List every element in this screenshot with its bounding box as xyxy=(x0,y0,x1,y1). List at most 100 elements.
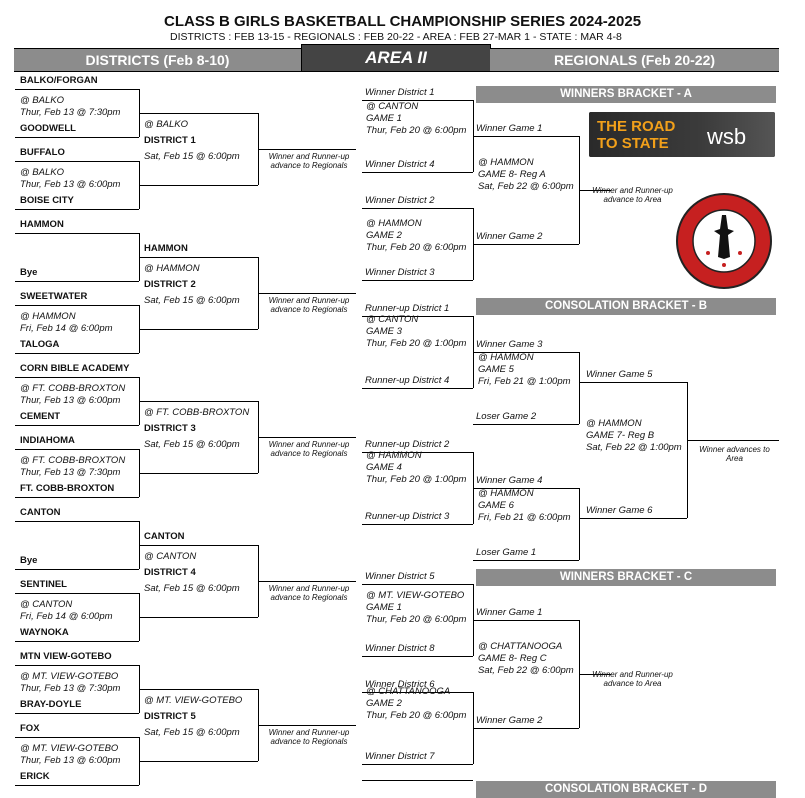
game-time: Thur, Feb 20 @ 6:00pm xyxy=(366,710,467,721)
game-site: @ HAMMON xyxy=(478,157,534,168)
game-site: @ BALKO xyxy=(144,119,188,130)
bracket-line xyxy=(139,617,258,618)
game-time: Sat, Feb 15 @ 6:00pm xyxy=(144,583,240,594)
bracket-slot: Runner-up District 3 xyxy=(365,511,450,522)
bracket-line xyxy=(579,518,687,519)
road-to-state-logo: THE ROAD TO STATE wsb xyxy=(589,112,775,157)
team-name: CANTON xyxy=(20,507,61,518)
game-site: @ HAMMON xyxy=(20,311,76,322)
game-number: GAME 7- Reg B xyxy=(586,430,655,441)
game-time: Fri, Feb 14 @ 6:00pm xyxy=(20,611,113,622)
bracket-line xyxy=(15,569,139,570)
team-name: CORN BIBLE ACADEMY xyxy=(20,363,130,374)
bracket-line xyxy=(258,725,356,726)
bracket-slot: Runner-up District 2 xyxy=(365,439,450,450)
bracket-line xyxy=(258,293,356,294)
game-number: GAME 2 xyxy=(366,698,402,709)
game-time: Sat, Feb 15 @ 6:00pm xyxy=(144,151,240,162)
game-site: @ BALKO xyxy=(20,95,64,106)
bracket-slot: Winner Game 1 xyxy=(476,123,543,134)
team-name: MTN VIEW-GOTEBO xyxy=(20,651,112,662)
game-number: GAME 2 xyxy=(366,230,402,241)
bracket-line xyxy=(139,545,258,546)
advance-note: Winner and Runner-up advance to Regional… xyxy=(268,728,350,746)
bracket-line xyxy=(15,353,139,354)
bracket-line xyxy=(473,488,579,489)
bracket-slot: Runner-up District 4 xyxy=(365,375,450,386)
bracket-slot: Loser Game 2 xyxy=(476,411,537,422)
bracket-line xyxy=(139,473,258,474)
game-time: Thur, Feb 13 @ 7:30pm xyxy=(20,683,121,694)
game-time: Fri, Feb 21 @ 6:00pm xyxy=(478,512,571,523)
team-name: WAYNOKA xyxy=(20,627,69,638)
bracket-line xyxy=(362,524,473,525)
game-time: Sat, Feb 22 @ 6:00pm xyxy=(478,181,574,192)
bracket-line xyxy=(473,560,579,561)
game-site: @ HAMMON xyxy=(478,488,534,499)
bracket-line xyxy=(15,305,139,306)
bracket-slot: Winner Game 2 xyxy=(476,715,543,726)
bracket-line xyxy=(362,388,473,389)
bracket-line xyxy=(362,280,473,281)
bracket-line xyxy=(15,641,139,642)
game-number: GAME 6 xyxy=(478,500,514,511)
game-site: @ MT. VIEW-GOTEBO xyxy=(144,695,243,706)
bracket-line xyxy=(687,440,779,441)
team-name: FOX xyxy=(20,723,40,734)
game-site: @ MT. VIEW-GOTEBO xyxy=(20,743,119,754)
bracket-line xyxy=(473,424,579,425)
bracket-line xyxy=(15,449,139,450)
bracket-line xyxy=(362,764,473,765)
bracket-line xyxy=(15,137,139,138)
game-site: @ FT. COBB-BROXTON xyxy=(144,407,250,418)
game-time: Thur, Feb 20 @ 1:00pm xyxy=(366,338,467,349)
game-number: GAME 8- Reg C xyxy=(478,653,547,664)
bracket-line xyxy=(258,437,356,438)
team-name: HAMMON xyxy=(20,219,64,230)
bracket-line xyxy=(258,149,356,150)
bye-label: Bye xyxy=(20,555,38,566)
game-time: Thur, Feb 13 @ 6:00pm xyxy=(20,395,121,406)
game-number: GAME 5 xyxy=(478,364,514,375)
game-site: @ MT. VIEW-GOTEBO xyxy=(366,590,465,601)
bracket-slot: Winner District 1 xyxy=(365,87,435,98)
bracket-slot: Winner District 5 xyxy=(365,571,435,582)
bracket-line xyxy=(579,382,687,383)
bracket-line xyxy=(362,584,473,585)
bracket-slot: Winner District 6 xyxy=(365,679,435,690)
bracket-slot: Winner District 8 xyxy=(365,643,435,654)
advance-note: Winner advances to Area xyxy=(699,445,770,463)
district-name: DISTRICT 1 xyxy=(144,135,196,146)
game-number: GAME 1 xyxy=(366,602,402,613)
bracket-line xyxy=(15,281,139,282)
bracket-slot: Winner Game 6 xyxy=(586,505,653,516)
bracket-slot: Loser Game 1 xyxy=(476,547,537,558)
team-name: SWEETWATER xyxy=(20,291,88,302)
road-to-state-line2: TO STATE xyxy=(597,135,669,152)
bracket-line xyxy=(139,761,258,762)
bracket-line xyxy=(15,665,139,666)
bracket-line xyxy=(139,689,258,690)
team-name: BOISE CITY xyxy=(20,195,74,206)
team-name: BRAY-DOYLE xyxy=(20,699,82,710)
game-number: GAME 4 xyxy=(366,462,402,473)
bracket-line xyxy=(579,488,580,560)
ossaa-seal-graphic xyxy=(692,209,756,273)
bracket-line xyxy=(139,185,258,186)
game-time: Thur, Feb 13 @ 6:00pm xyxy=(20,755,121,766)
game-site: @ HAMMON xyxy=(586,418,642,429)
bracket-line xyxy=(579,674,611,675)
district-name: DISTRICT 4 xyxy=(144,567,196,578)
bracket-slot: Winner Game 5 xyxy=(586,369,653,380)
page-title: CLASS B GIRLS BASKETBALL CHAMPIONSHIP SE… xyxy=(164,13,642,30)
game-time: Fri, Feb 14 @ 6:00pm xyxy=(20,323,113,334)
area-header: AREA II xyxy=(301,44,491,72)
bracket-line xyxy=(15,785,139,786)
game-time: Thur, Feb 20 @ 6:00pm xyxy=(366,125,467,136)
game-site: @ FT. COBB-BROXTON xyxy=(20,455,126,466)
page-subtitle: DISTRICTS : FEB 13-15 - REGIONALS : FEB … xyxy=(170,31,622,43)
bracket-line xyxy=(15,89,139,90)
bracket-line xyxy=(687,382,688,518)
bracket-title: WINNERS BRACKET - C xyxy=(476,569,776,586)
bracket-slot: Winner District 3 xyxy=(365,267,435,278)
